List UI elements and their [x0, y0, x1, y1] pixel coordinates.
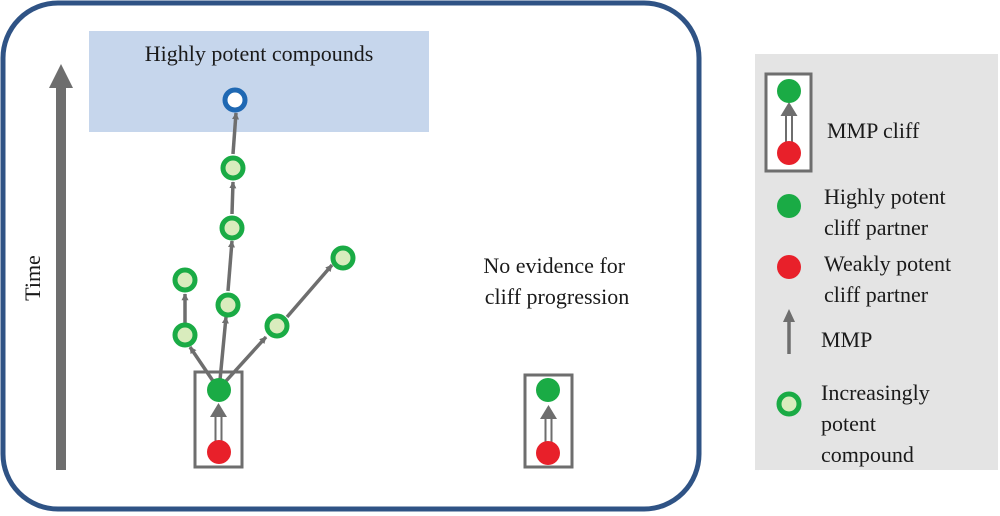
mmp-arrow	[188, 346, 215, 382]
progression-arrows	[181, 112, 334, 383]
legend-weakly-potent-dot	[777, 255, 801, 279]
increasingly-potent-compound	[330, 245, 356, 271]
highly-potent-region	[89, 31, 429, 132]
mmp-arrow	[218, 316, 229, 381]
increasingly-potent-compound	[264, 313, 290, 339]
legend-highly-potent-label: Highly potent cliff partner	[824, 184, 951, 240]
highly-potent-partner-left	[207, 378, 231, 402]
time-axis-arrow	[49, 64, 73, 470]
mmp-arrow	[226, 240, 235, 292]
increasingly-potent-compound	[219, 215, 245, 241]
no-evidence-line-1: No evidence for	[483, 253, 625, 278]
mmp-arrow	[231, 112, 240, 155]
weakly-potent-partner-right	[536, 441, 560, 465]
legend-cliff-green-dot	[777, 79, 801, 103]
legend-mmp-label: MMP	[821, 327, 872, 352]
legend-highly-potent-dot	[777, 194, 801, 218]
legend-cliff-red-dot	[777, 141, 801, 165]
cliff-double-arrow-right	[540, 405, 557, 442]
legend-mmp-arrow	[783, 309, 795, 354]
increasingly-potent-nodes	[172, 155, 356, 348]
highly-potent-compound-node	[222, 87, 248, 113]
highly-potent-partner-right	[536, 378, 560, 402]
legend-cliff-double-arrow	[780, 102, 798, 145]
cliff-double-arrow-left	[210, 403, 227, 442]
legend-weakly-potent-label: Weakly potent cliff partner	[824, 251, 957, 307]
mmp-arrow	[285, 263, 334, 319]
no-evidence-label: No evidence for cliff progression	[483, 253, 630, 309]
weakly-potent-partner-left	[207, 440, 231, 464]
mmp-arrow	[229, 181, 237, 215]
no-evidence-line-2: cliff progression	[485, 284, 629, 309]
highly-potent-label: Highly potent compounds	[145, 41, 374, 66]
legend-mmp-cliff-label: MMP cliff	[827, 118, 920, 143]
increasingly-potent-compound	[220, 155, 246, 181]
increasingly-potent-compound	[215, 292, 241, 318]
legend-increasingly-potent-ring	[776, 391, 802, 417]
increasingly-potent-compound	[172, 322, 198, 348]
increasingly-potent-compound	[172, 267, 198, 293]
time-label: Time	[20, 255, 45, 301]
legend-increasingly-potent-label: Increasingly potent compound	[821, 380, 935, 467]
mmp-arrow	[224, 335, 268, 383]
